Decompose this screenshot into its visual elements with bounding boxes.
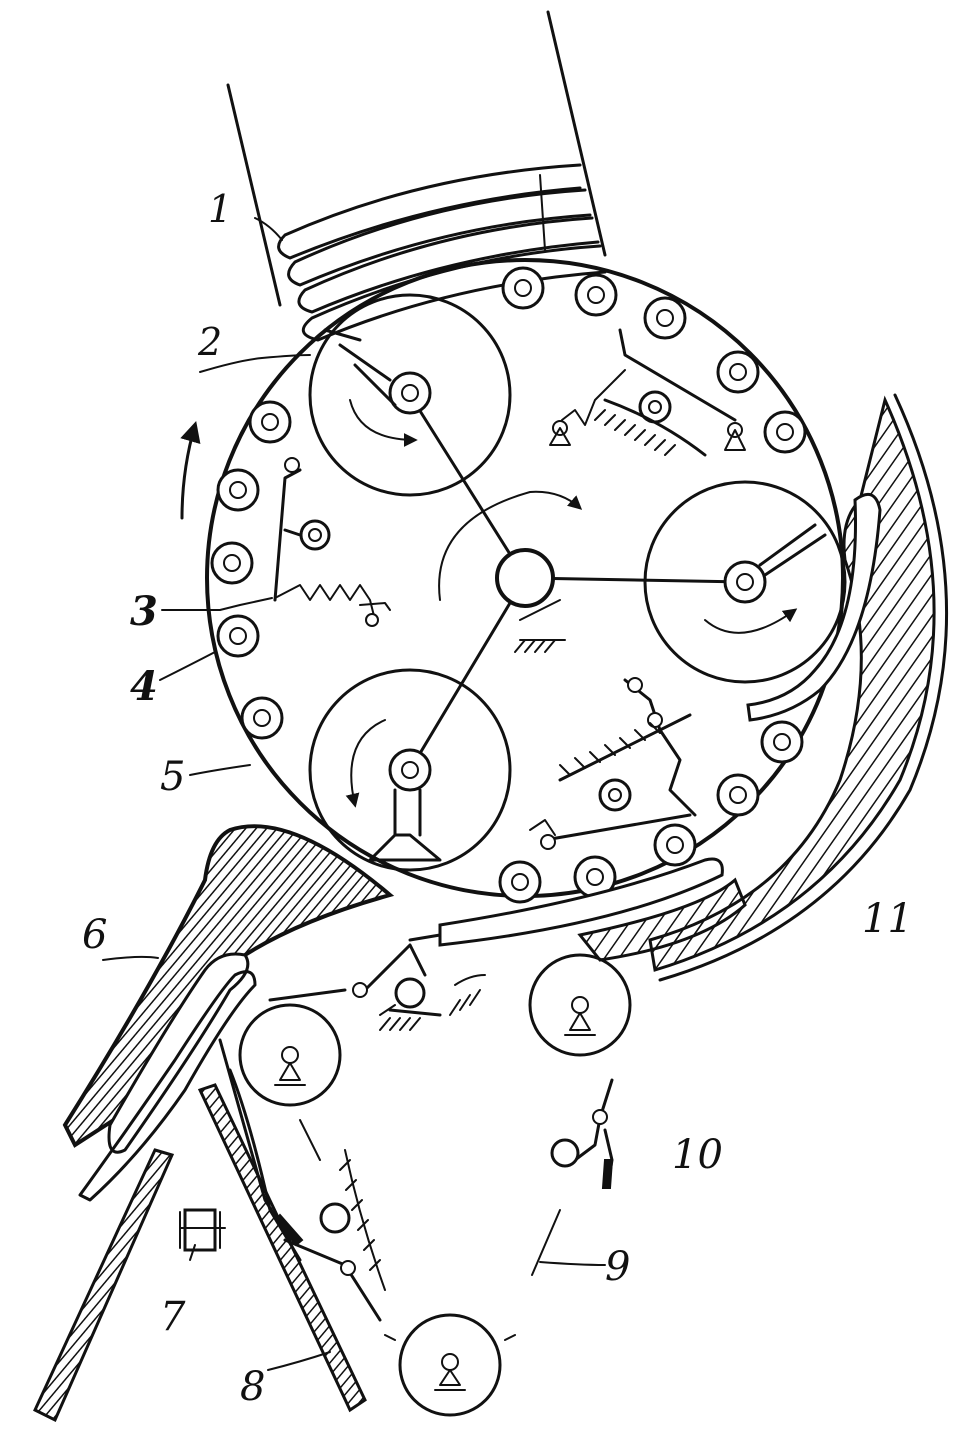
sheet-stack [277,163,607,342]
leader-lines [102,217,606,1371]
label-1: 1 [208,187,232,231]
label-10: 10 [672,1132,723,1178]
bottom-roller [384,1313,516,1417]
roller [210,541,254,585]
gripper-disc-lower [308,668,512,872]
trip-lever [550,1078,614,1189]
roller [763,410,807,454]
roller [501,266,545,310]
left-deflector [62,824,395,1202]
lower-roller-left [238,1003,342,1107]
label-2: 2 [197,320,222,364]
roller [643,296,687,340]
knife-mechanism-upper [268,933,486,1031]
roller [760,720,804,764]
label-11: 11 [862,896,913,942]
lever-mechanism-lower-right [529,677,697,850]
gripper-disc-upper [308,293,512,497]
roller [240,696,284,740]
label-4: 4 [130,663,158,710]
callout-labels: 1 2 3 4 5 6 7 8 9 10 11 [82,187,913,1410]
roller [716,350,760,394]
deflector-plate [438,857,747,962]
output-belt-right [197,1083,367,1413]
roller [716,773,760,817]
lower-roller-right [528,953,632,1057]
output-belt-left [33,1148,175,1423]
roller [216,614,260,658]
feed-channel [226,10,607,307]
roller [248,400,292,444]
label-6: 6 [82,912,107,958]
lever-mechanism-upper-right [549,328,746,457]
roller [574,273,618,317]
roller [573,855,617,899]
label-5: 5 [160,754,185,800]
knife-mechanism-lower [218,1038,386,1322]
roller [653,823,697,867]
roller [216,468,260,512]
label-7: 7 [160,1294,186,1340]
label-9: 9 [605,1244,630,1290]
label-8: 8 [240,1364,265,1410]
drum-rollers [210,266,807,904]
guide-shield [648,393,949,982]
rotation-arrow [180,420,201,520]
gripper-disc-right [643,480,847,684]
roller [498,860,542,904]
drum-hub [408,393,747,772]
lever-mechanism-left [273,457,391,627]
sprocket-symbol [179,1208,226,1261]
label-3: 3 [130,588,158,635]
